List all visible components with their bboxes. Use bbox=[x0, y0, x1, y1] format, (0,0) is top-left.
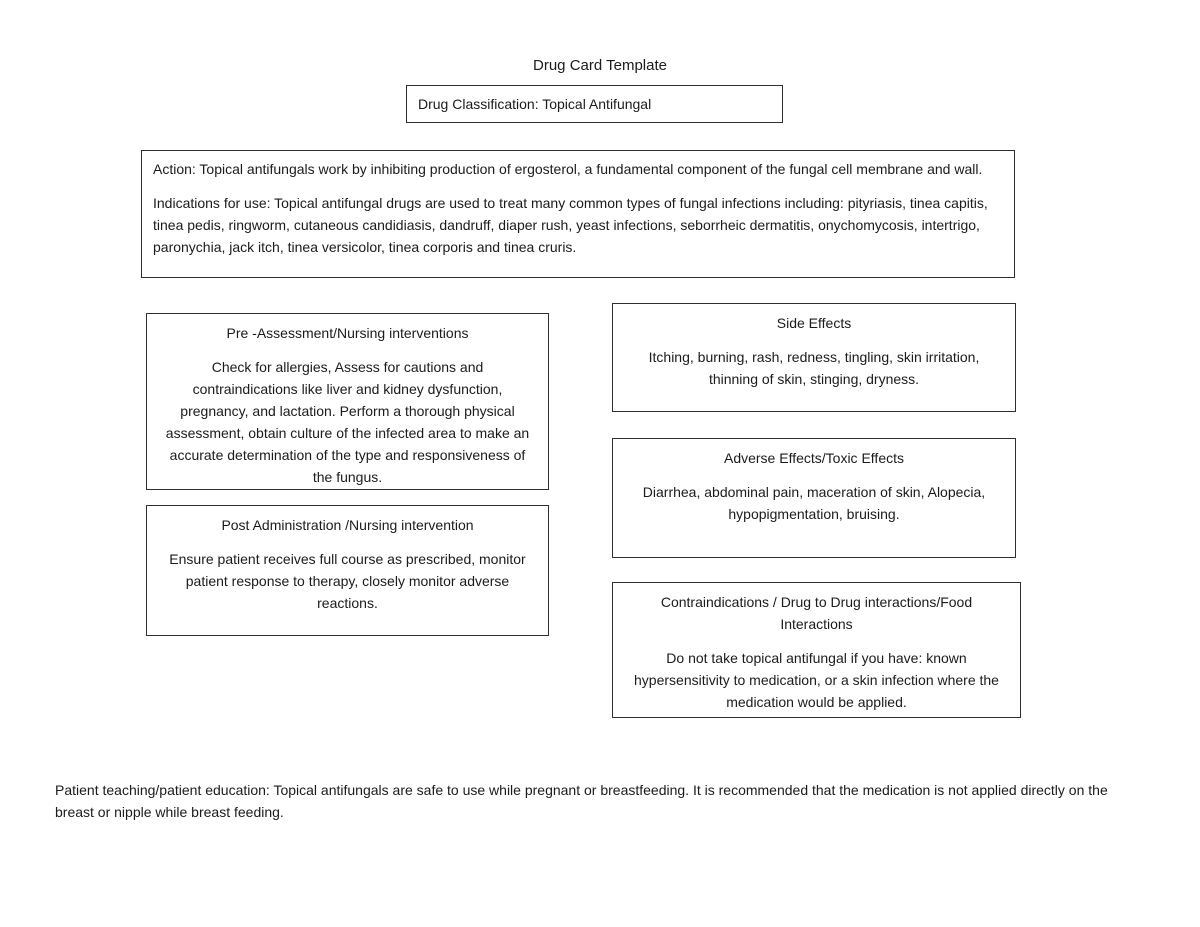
adverse-effects-body: Diarrhea, abdominal pain, maceration of … bbox=[642, 484, 986, 522]
adverse-effects-heading: Adverse Effects/Toxic Effects bbox=[723, 450, 904, 466]
contraindications-heading: Contraindications / Drug to Drug interac… bbox=[660, 594, 973, 632]
contraindications-body: Do not take topical antifungal if you ha… bbox=[634, 650, 999, 710]
action-indications-box: Action: Topical antifungals work by inhi… bbox=[141, 150, 1015, 278]
post-administration-body: Ensure patient receives full course as p… bbox=[169, 551, 526, 611]
indications-paragraph: Indications for use: Topical antifungal … bbox=[153, 195, 988, 255]
side-effects-heading: Side Effects bbox=[776, 315, 852, 331]
post-administration-box: Post Administration /Nursing interventio… bbox=[146, 505, 549, 636]
pre-assessment-body: Check for allergies, Assess for cautions… bbox=[165, 359, 530, 485]
page-title: Drug Card Template bbox=[533, 57, 667, 74]
adverse-effects-box: Adverse Effects/Toxic Effects Diarrhea, … bbox=[612, 438, 1016, 558]
side-effects-body: Itching, burning, rash, redness, tinglin… bbox=[648, 349, 980, 387]
pre-assessment-box: Pre -Assessment/Nursing interventions Ch… bbox=[146, 313, 549, 490]
side-effects-box: Side Effects Itching, burning, rash, red… bbox=[612, 303, 1016, 412]
patient-teaching-text: Patient teaching/patient education: Topi… bbox=[55, 782, 1108, 820]
post-administration-heading: Post Administration /Nursing interventio… bbox=[221, 517, 474, 533]
action-paragraph: Action: Topical antifungals work by inhi… bbox=[153, 161, 983, 177]
contraindications-box: Contraindications / Drug to Drug interac… bbox=[612, 582, 1021, 718]
pre-assessment-heading: Pre -Assessment/Nursing interventions bbox=[226, 325, 469, 341]
drug-classification-box: Drug Classification: Topical Antifungal bbox=[406, 85, 783, 123]
drug-classification-text: Drug Classification: Topical Antifungal bbox=[418, 96, 652, 112]
